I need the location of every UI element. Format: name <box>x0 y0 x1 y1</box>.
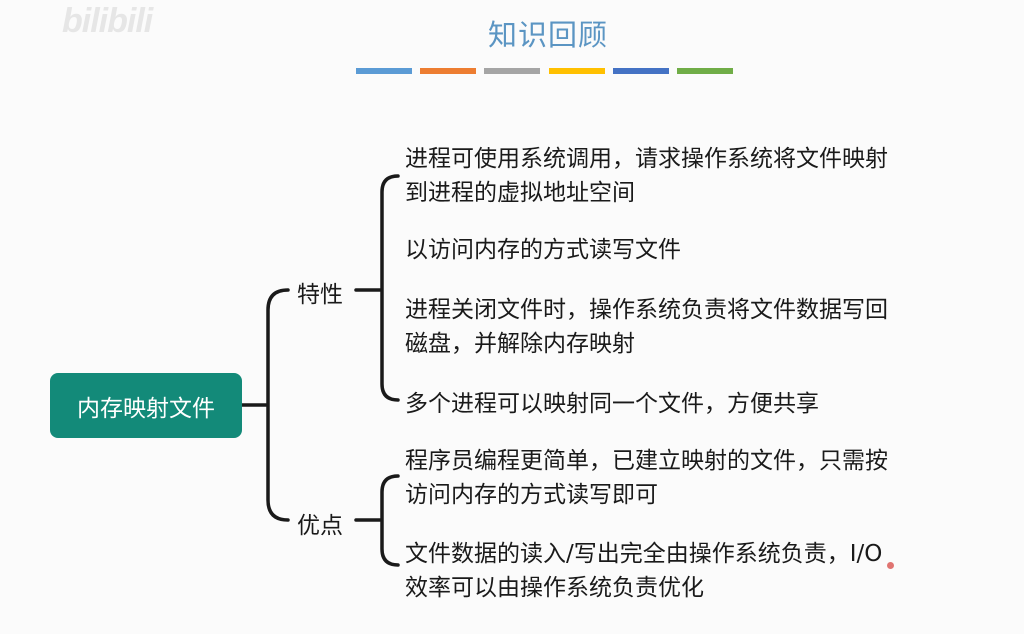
color-bar-gray <box>484 68 540 74</box>
feature-item-1: 进程可使用系统调用，请求操作系统将文件映射 到进程的虚拟地址空间 <box>405 146 888 206</box>
feature-item-2: 以访问内存的方式读写文件 <box>405 237 681 263</box>
bilibili-watermark: bilibili <box>62 2 153 40</box>
color-bar-orange <box>420 68 476 74</box>
color-bar-green <box>677 68 733 74</box>
feature-item-4: 多个进程可以映射同一个文件，方便共享 <box>405 391 819 417</box>
feature-item-3: 进程关闭文件时，操作系统负责将文件数据写回 磁盘，并解除内存映射 <box>405 297 888 357</box>
page-title: 知识回顾 <box>487 18 608 52</box>
advantage-item-2: 文件数据的读入/写出完全由操作系统负责，I/O 效率可以由操作系统负责优化 <box>405 541 883 601</box>
branch-features: 特性 <box>297 282 343 308</box>
root-node: 内存映射文件 <box>50 373 242 438</box>
color-bar-blue <box>356 68 412 74</box>
branch-advantages: 优点 <box>297 513 343 539</box>
color-bar-darkblue <box>613 68 669 74</box>
cursor-dot <box>887 562 894 569</box>
color-bar-yellow <box>549 68 605 74</box>
advantage-item-1: 程序员编程更简单，已建立映射的文件，只需按 访问内存的方式读写即可 <box>405 448 888 508</box>
